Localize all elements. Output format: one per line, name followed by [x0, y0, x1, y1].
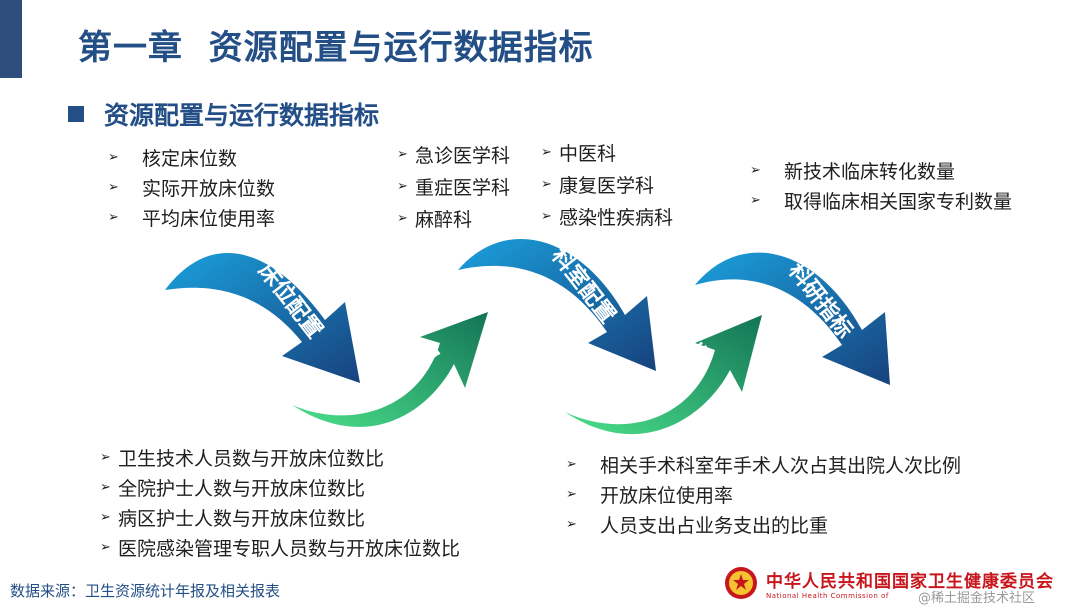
arrowhead-bullet-icon: ➢ — [397, 146, 408, 162]
list-item: ➢中医科 — [541, 142, 617, 165]
arrowhead-bullet-icon: ➢ — [566, 516, 577, 532]
arrowhead-bullet-icon: ➢ — [100, 539, 111, 555]
list-item: ➢重症医学科 — [397, 176, 511, 199]
subheading: 资源配置与运行数据指标 — [68, 96, 379, 132]
left-accent-bar — [0, 0, 22, 78]
operation-arrow — [565, 315, 762, 435]
subheading-text: 资源配置与运行数据指标 — [104, 101, 380, 130]
arrowhead-bullet-icon: ➢ — [750, 162, 761, 178]
list-item: ➢急诊医学科 — [397, 144, 511, 167]
list-item: ➢取得临床相关国家专利数量 — [750, 190, 1013, 213]
square-bullet-icon — [68, 106, 84, 122]
list-item: ➢全院护士人数与开放床位数比 — [100, 477, 366, 500]
arrowhead-bullet-icon: ➢ — [100, 449, 111, 465]
organization-name-en: National Health Commission of — [766, 591, 889, 600]
arrowhead-bullet-icon: ➢ — [566, 456, 577, 472]
arrowhead-bullet-icon: ➢ — [541, 144, 552, 160]
list-item: ➢新技术临床转化数量 — [750, 160, 956, 183]
staff-items-list: ➢卫生技术人员数与开放床位数比 ➢全院护士人数与开放床位数比 ➢病区护士人数与开… — [100, 442, 460, 562]
list-item: ➢实际开放床位数 — [108, 177, 276, 200]
organization-name: 中华人民共和国国家卫生健康委员会 National Health Commiss… — [766, 567, 1054, 600]
arrowhead-bullet-icon: ➢ — [541, 208, 552, 224]
list-item: ➢核定床位数 — [108, 147, 238, 170]
dept-config-arrow — [458, 238, 656, 371]
staff-config-arrow — [292, 312, 488, 427]
bed-items-list: ➢核定床位数 ➢实际开放床位数 ➢平均床位使用率 — [108, 142, 275, 232]
arrowhead-bullet-icon: ➢ — [566, 486, 577, 502]
arrowhead-bullet-icon: ➢ — [750, 192, 761, 208]
arrowhead-bullet-icon: ➢ — [100, 479, 111, 495]
list-item: ➢医院感染管理专职人员数与开放床位数比 — [100, 537, 461, 560]
list-item: ➢平均床位使用率 — [108, 207, 276, 230]
research-items-list: ➢新技术临床转化数量 ➢取得临床相关国家专利数量 — [750, 155, 1012, 215]
list-item: ➢相关手术科室年手术人次占其出院人次比例 — [566, 454, 962, 477]
arrowhead-bullet-icon: ➢ — [108, 149, 119, 165]
list-item: ➢病区护士人数与开放床位数比 — [100, 507, 366, 530]
arrowhead-bullet-icon: ➢ — [397, 210, 408, 226]
list-item: ➢开放床位使用率 — [566, 484, 734, 507]
research-arrow — [695, 252, 890, 385]
dept-col2-list: ➢中医科 ➢康复医学科 ➢感染性疾病科 — [541, 136, 673, 232]
dept-arrow-label: 科室配置 — [546, 243, 621, 328]
list-item: ➢康复医学科 — [541, 174, 655, 197]
arrowhead-bullet-icon: ➢ — [541, 176, 552, 192]
dept-col1-list: ➢急诊医学科 ➢重症医学科 ➢麻醉科 — [397, 138, 510, 234]
arrowhead-bullet-icon: ➢ — [397, 178, 408, 194]
bed-config-arrow — [165, 252, 360, 383]
slide-title: 第一章 资源配置与运行数据指标 — [78, 28, 594, 68]
list-item: ➢卫生技术人员数与开放床位数比 — [100, 447, 385, 470]
data-source-note: 数据来源：卫生资源统计年报及相关报表 — [10, 582, 281, 600]
list-item: ➢感染性疾病科 — [541, 206, 674, 229]
arrowhead-bullet-icon: ➢ — [100, 509, 111, 525]
arrowhead-bullet-icon: ➢ — [108, 209, 119, 225]
research-arrow-label: 科研指标 — [783, 258, 858, 343]
watermark-text: @稀土掘金技术社区 — [918, 591, 1036, 606]
arrowhead-bullet-icon: ➢ — [108, 179, 119, 195]
organization-name-cn: 中华人民共和国国家卫生健康委员会 — [766, 571, 1054, 592]
list-item: ➢人员支出占业务支出的比重 — [566, 514, 829, 537]
list-item: ➢麻醉科 — [397, 208, 473, 231]
organization-logo: 中华人民共和国国家卫生健康委员会 National Health Commiss… — [724, 566, 1054, 600]
national-emblem-icon — [725, 567, 757, 599]
operation-items-list: ➢相关手术科室年手术人次占其出院人次比例 ➢开放床位使用率 ➢人员支出占业务支出… — [566, 449, 961, 539]
